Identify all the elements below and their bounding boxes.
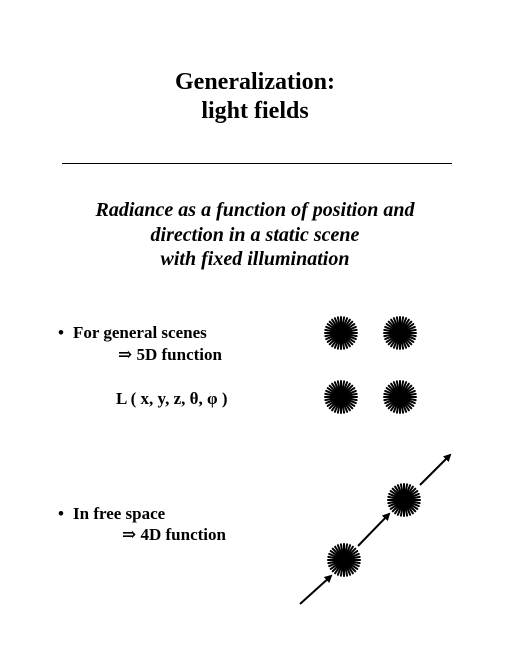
subtitle-line-1: Radiance as a function of position and — [95, 199, 415, 221]
subtitle-line-2: direction in a static scene — [150, 224, 360, 246]
arrow-icon — [357, 512, 391, 547]
starburst-icon — [324, 380, 358, 414]
starburst-icon — [383, 380, 417, 414]
plenoptic-formula: L ( x, y, z, θ, φ ) — [116, 389, 228, 408]
slide-title-line-2: light fields — [201, 98, 309, 124]
bullet-marker: • — [58, 323, 64, 342]
starburst-icon — [324, 316, 358, 350]
title-divider — [62, 163, 452, 164]
implies-4d-function: ⇒ 4D function — [122, 525, 226, 544]
starburst-icon — [327, 543, 361, 577]
bullet-marker: • — [58, 504, 64, 523]
starburst-icon — [383, 316, 417, 350]
arrow-icon — [419, 453, 452, 486]
implies-5d-function: ⇒ 5D function — [118, 345, 222, 364]
subtitle-line-3: with fixed illumination — [160, 248, 350, 270]
arrow-icon — [299, 574, 333, 605]
bullet-general-scenes: For general scenes — [73, 323, 207, 342]
starburst-icon — [387, 483, 421, 517]
slide-title-line-1: Generalization: — [175, 69, 335, 95]
bullet-free-space: In free space — [73, 504, 166, 523]
